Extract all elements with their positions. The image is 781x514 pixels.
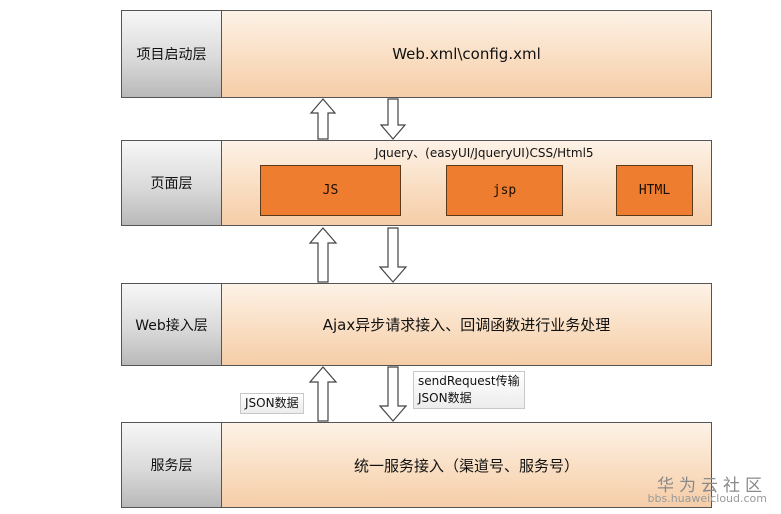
up-arrow-2	[308, 227, 338, 283]
tech-box-js: JS	[260, 165, 401, 216]
page-tech-note: Jquery、(easyUI/JqueryUI)CSS/Html5	[375, 146, 594, 160]
tech-box-jsp: jsp	[446, 165, 563, 216]
layer-label-service: 服务层	[121, 422, 222, 508]
layer-body-web-access: Ajax异步请求接入、回调函数进行业务处理	[221, 283, 712, 366]
tech-box-label: JS	[322, 183, 339, 198]
up-arrow-3	[308, 366, 338, 422]
watermark-url: bbs.huaweicloud.com	[647, 492, 767, 505]
layer-label-web-access: Web接入层	[121, 283, 222, 366]
watermark-name: 华为云社区	[657, 476, 767, 496]
tech-box-label: jsp	[492, 183, 517, 198]
layer-label-text: Web接入层	[135, 317, 208, 334]
tech-box-html: HTML	[616, 165, 693, 216]
send-request-note: sendRequest传输 JSON数据	[413, 371, 525, 409]
layer-label-page: 页面层	[121, 140, 222, 226]
up-arrow-1	[309, 98, 337, 140]
layer-label-startup: 项目启动层	[121, 10, 222, 98]
send-request-line1: sendRequest传输	[418, 374, 520, 388]
down-arrow-2	[378, 227, 408, 283]
down-arrow-1	[379, 98, 407, 140]
tech-box-label: HTML	[638, 183, 671, 198]
layer-label-text: 服务层	[150, 458, 193, 474]
send-request-line2: JSON数据	[418, 391, 472, 405]
down-arrow-3	[378, 366, 408, 422]
layer-content-text: 统一服务接入（渠道号、服务号）	[353, 456, 579, 475]
layer-content-text: Web.xml\config.xml	[392, 45, 541, 63]
layer-content-text: Ajax异步请求接入、回调函数进行业务处理	[322, 316, 611, 334]
layer-body-service: 统一服务接入（渠道号、服务号）	[221, 422, 712, 508]
layer-body-startup: Web.xml\config.xml	[221, 10, 712, 98]
layer-label-text: 页面层	[150, 176, 193, 192]
json-data-note: JSON数据	[240, 393, 304, 414]
layer-label-text: 项目启动层	[136, 47, 207, 63]
